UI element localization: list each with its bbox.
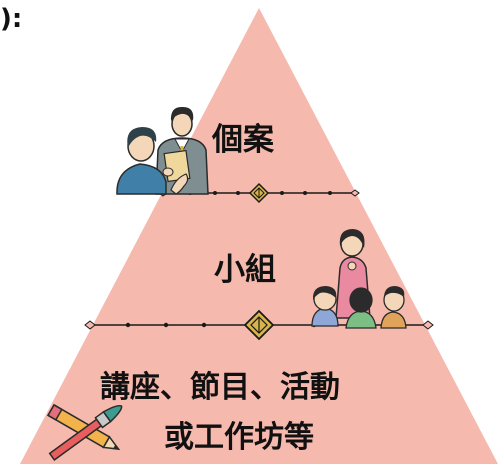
heading-text: ): <box>0 4 23 34</box>
tier-label-group: 小組 <box>214 252 276 288</box>
tier-label-events-line1: 講座、節目、活動 <box>100 370 340 405</box>
group-of-people-icon <box>311 229 407 329</box>
pencil-and-brush-icon <box>47 403 123 461</box>
tier-label-events-line2: 或工作坊等 <box>164 420 314 455</box>
pyramid-shape <box>20 8 498 464</box>
two-people-talking-icon <box>116 106 209 195</box>
tier-label-individual: 個案 <box>212 122 274 158</box>
diamond-ornament-lower <box>243 309 275 341</box>
diamond-ornament-upper <box>248 182 270 204</box>
